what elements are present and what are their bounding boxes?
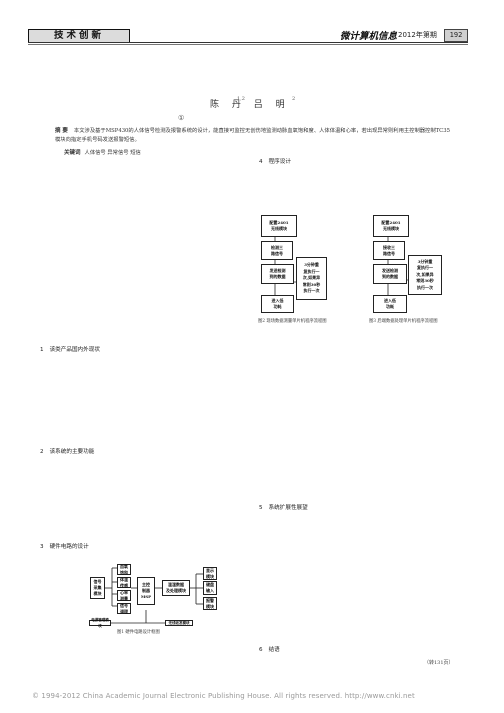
author-names: 陈 丹 吕 明: [210, 100, 290, 110]
fig2-detect-box: 检测三 路信号: [261, 241, 293, 260]
fig1-mcu-box: 主控 制器 MSP: [137, 577, 155, 605]
header-rule-thin: [28, 44, 468, 45]
fig1-spo2-box: 血氧 饱和: [117, 564, 131, 575]
fig3-lowpower-box: 进入低 功耗: [373, 295, 407, 313]
abstract: 摘 要本文涉及基于MSP430的人体信号检测及报警系统的设计，能直接可监控无创伤…: [55, 127, 455, 144]
figure-1-caption: 图1 硬件电路设计框图: [117, 630, 160, 635]
fig1-temperature-box: 体温 传感: [117, 577, 131, 588]
keywords-label: 关键词: [64, 150, 81, 156]
fig2-lowpower-box: 进入低 功耗: [261, 295, 294, 313]
author-sup-2: 2: [292, 96, 296, 102]
fig3-receive-box: 接收三 路信号: [373, 241, 405, 260]
fig3-config-box: 配置2401 无线模块: [373, 215, 409, 237]
abstract-label: 摘 要: [55, 128, 68, 134]
issue-number: 2012年第期: [398, 31, 437, 39]
keywords: 关键词人体信号 异常信号 短信: [64, 148, 141, 156]
fig2-send-box: 发送检测 到的数据: [261, 264, 294, 284]
copyright-footer: © 1994-2012 China Academic Journal Elect…: [32, 692, 415, 700]
affiliation: ①: [178, 114, 185, 122]
keywords-text: 人体信号 异常信号 短信: [84, 150, 141, 156]
fig3-timing-note: 3分钟重 复执行一 次,如果异 常则30秒 执行一次: [408, 255, 442, 295]
continued-note: （转131页）: [424, 660, 454, 666]
fig1-conditioning-box: 信号 调理: [117, 603, 131, 614]
fig1-processing-box: 温湿数据 及处理模块: [162, 580, 190, 596]
fig1-heartrate-box: 心率 测量: [117, 590, 131, 601]
fig1-alarm-box: 报警 模块: [203, 597, 217, 610]
fig1-acquisition-box: 信号 采集 模块: [90, 577, 105, 599]
fig2-config-box: 配置2401 无线模块: [261, 215, 297, 237]
fig2-timing-note: 3分钟重 复执行一 次,如果异 常则30秒 执行一次: [296, 257, 327, 300]
page-number: 192: [444, 29, 468, 42]
authors: 陈 丹 吕 明: [210, 97, 290, 110]
figure-3-caption: 图3 后端数据处理单片机程序流程图: [369, 319, 438, 324]
journal-name: 微计算机信息: [340, 31, 398, 42]
fig3-send-box: 发送检测 到的数据: [373, 264, 407, 284]
fig1-wireless-box: 无线收发模块: [165, 620, 193, 626]
figure-2-caption: 图2 现场数据测量单片机程序流程图: [258, 319, 327, 324]
fig1-keyboard-box: 键盘 输入: [203, 581, 217, 595]
author-sup-1: 1,2: [237, 96, 245, 102]
abstract-text: 本文涉及基于MSP430的人体信号检测及报警系统的设计，能直接可监控无创伤地监测…: [55, 128, 450, 143]
header-rule: [28, 42, 468, 43]
fig1-display-box: 显示 模块: [203, 567, 217, 580]
